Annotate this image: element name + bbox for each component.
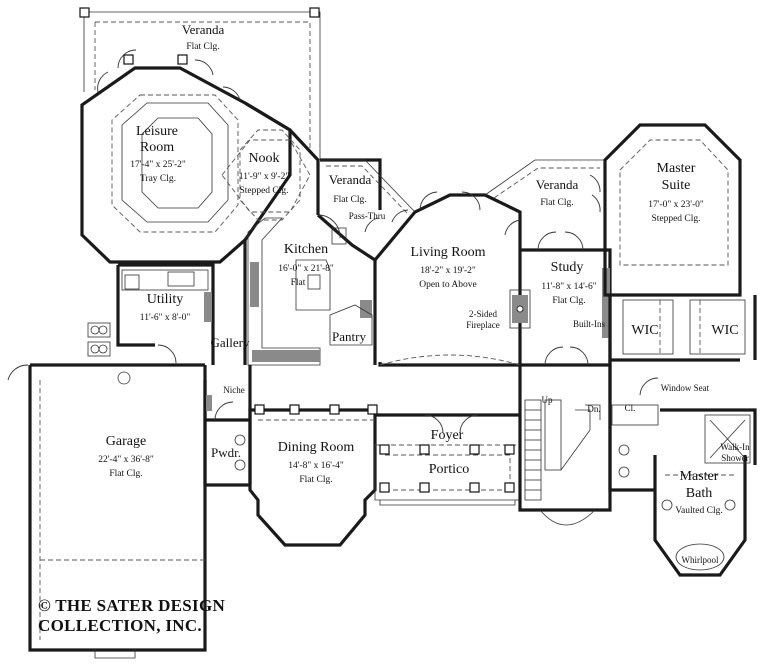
portico-label: Portico — [429, 462, 469, 477]
copyright-notice: © THE SATER DESIGN COLLECTION, INC. — [38, 596, 225, 636]
nook-walls — [221, 101, 320, 221]
kitchen-walls — [243, 158, 382, 366]
copyright-line-1: © THE SATER DESIGN — [38, 596, 226, 615]
master-suite-note: Stepped Clg. — [651, 214, 700, 224]
garage-dims: 22'-4" x 36'-8" — [98, 455, 154, 465]
study-builtins: Built-Ins — [573, 319, 605, 329]
dining-dims: 14'-8" x 16'-4" — [288, 461, 344, 471]
copyright-line-2: COLLECTION, INC. — [38, 616, 202, 635]
kitchen-name: Kitchen — [284, 242, 328, 257]
veranda-right-name: Veranda — [536, 177, 579, 192]
living-name: Living Room — [410, 245, 485, 260]
veranda-top-name: Veranda — [182, 22, 225, 37]
veranda-top-note: Flat Clg. — [186, 42, 219, 52]
living-dims: 18'-2" x 19'-2" — [420, 266, 476, 276]
living-room-walls — [373, 191, 531, 367]
garage-name: Garage — [106, 434, 146, 449]
kitchen-note: Flat — [291, 278, 306, 288]
veranda-mid-name: Veranda — [329, 172, 372, 187]
master-suite-name-2: Suite — [662, 178, 691, 193]
veranda-mid-note: Flat Clg. — [333, 195, 366, 205]
stair-hall-walls — [518, 365, 612, 526]
stair-dn-label: Dn. — [587, 404, 600, 414]
foyer-label: Foyer — [431, 428, 464, 443]
dining-note: Flat Clg. — [299, 475, 332, 485]
dining-name: Dining Room — [278, 440, 355, 455]
whirlpool-label: Whirlpool — [682, 555, 719, 565]
stair-up-label: Up — [542, 395, 553, 405]
study-note: Flat Clg. — [552, 296, 585, 306]
pass-thru-label: Pass-Thru — [349, 211, 386, 221]
wic-left-label: WIC — [631, 323, 658, 338]
foyer-portico-walls — [374, 413, 520, 506]
walkin-shower-line1: Walk-In — [720, 442, 750, 452]
pwdr-label: Pwdr. — [211, 445, 241, 460]
leisure-name-1: Leisure — [136, 124, 178, 139]
master-bath-name-2: Bath — [686, 486, 712, 501]
gallery-pwdr-walls — [203, 365, 252, 487]
window-seat-label: Window Seat — [661, 383, 710, 393]
nook-name: Nook — [248, 151, 279, 166]
closet-label: Cl. — [625, 403, 636, 413]
leisure-dims: 17'-4" x 25'-2" — [130, 160, 186, 170]
utility-name: Utility — [147, 292, 184, 307]
gallery-label: Gallery — [211, 335, 250, 350]
master-bath-name-1: Master — [680, 469, 719, 484]
nook-dims: 11'-9" x 9'-2" — [239, 172, 290, 182]
garage-note: Flat Clg. — [109, 469, 142, 479]
leisure-note: Tray Clg. — [140, 174, 176, 184]
wic-right-label: WIC — [711, 323, 738, 338]
niche-label: Niche — [223, 385, 245, 395]
study-dims: 11'-8" x 14'-6" — [541, 282, 596, 292]
veranda-right-area — [484, 159, 605, 213]
master-suite-name-1: Master — [657, 161, 696, 176]
veranda-right-note: Flat Clg. — [540, 198, 573, 208]
veranda-mid-area — [320, 159, 416, 233]
living-note: Open to Above — [419, 280, 477, 290]
utility-walls — [87, 263, 215, 365]
walkin-shower-line2: Shower — [721, 453, 749, 463]
kitchen-dims: 16'-0" x 21'-8" — [278, 264, 334, 274]
master-suite-dims: 17'-0" x 23'-0" — [648, 200, 704, 210]
fireplace-line2: Fireplace — [466, 320, 499, 330]
pantry-name: Pantry — [332, 329, 366, 344]
master-bath-note: Vaulted Clg. — [675, 506, 723, 516]
room-labels: Veranda Flat Clg. Leisure Room 17'-4" x … — [98, 22, 750, 565]
garage-walls — [7, 363, 207, 659]
veranda-top-area — [79, 7, 321, 160]
utility-dims: 11'-6" x 8'-0" — [140, 313, 191, 323]
fireplace-line1: 2-Sided — [469, 309, 497, 319]
study-name: Study — [551, 260, 584, 275]
nook-note: Stepped Clg. — [239, 186, 288, 196]
master-bath-walls — [608, 360, 757, 577]
leisure-name-2: Room — [140, 140, 174, 155]
